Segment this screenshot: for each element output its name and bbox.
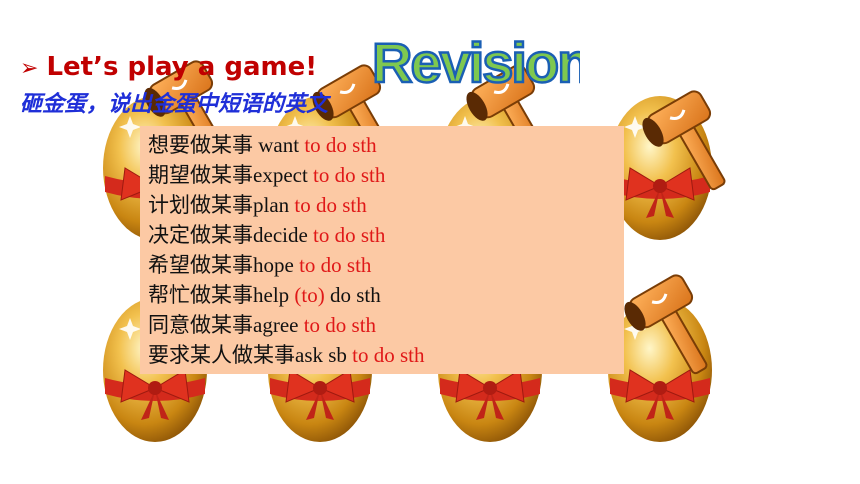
- arrow-bullet-icon: ➢: [20, 56, 39, 81]
- phrase-english: decide: [253, 223, 314, 247]
- phrase-infinitive: to do sth: [299, 253, 372, 277]
- phrase-row: 计划做某事plan to do sth: [140, 190, 624, 220]
- phrase-infinitive: (to): [294, 283, 325, 307]
- phrase-english: help: [253, 283, 295, 307]
- phrase-infinitive: to do sth: [352, 343, 425, 367]
- phrase-infinitive: to do sth: [294, 193, 367, 217]
- phrase-infinitive: to do sth: [313, 223, 386, 247]
- revision-badge-text: Revision: [372, 31, 580, 94]
- phrase-row: 要求某人做某事ask sb to do sth: [140, 340, 624, 370]
- phrase-english: want: [258, 133, 305, 157]
- phrase-chinese: 决定做某事: [148, 223, 253, 247]
- phrase-row: 期望做某事expect to do sth: [140, 160, 624, 190]
- phrase-row: 同意做某事agree to do sth: [140, 310, 624, 340]
- phrase-chinese: 帮忙做某事: [148, 283, 253, 307]
- heading-text: Let’s play a game!: [46, 52, 318, 82]
- phrase-infinitive: to do sth: [304, 133, 377, 157]
- phrase-english: hope: [253, 253, 300, 277]
- phrase-english: plan: [253, 193, 295, 217]
- phrase-infinitive: to do sth: [303, 313, 377, 337]
- phrase-chinese: 希望做某事: [148, 253, 253, 277]
- phrase-row: 帮忙做某事help (to) do sth: [140, 280, 624, 310]
- phrase-row: 决定做某事decide to do sth: [140, 220, 624, 250]
- phrase-panel: 想要做某事 want to do sth 期望做某事expect to do s…: [140, 126, 624, 374]
- phrase-chinese: 计划做某事: [148, 193, 253, 217]
- phrase-english: ask sb: [295, 343, 353, 367]
- slide-heading: ➢ Let’s play a game!: [20, 52, 317, 82]
- phrase-chinese: 期望做某事: [148, 163, 253, 187]
- phrase-infinitive: to do sth: [313, 163, 386, 187]
- phrase-chinese: 要求某人做某事: [148, 343, 295, 367]
- phrase-english: agree: [253, 313, 304, 337]
- phrase-row: 想要做某事 want to do sth: [140, 130, 624, 160]
- phrase-chinese: 想要做某事: [148, 133, 259, 157]
- revision-badge: Revision: [371, 30, 580, 96]
- phrase-row: 希望做某事hope to do sth: [140, 250, 624, 280]
- phrase-rest: do sth: [324, 283, 381, 307]
- phrase-chinese: 同意做某事: [148, 313, 253, 337]
- slide-subtitle: 砸金蛋，说出金蛋中短语的英文: [20, 92, 329, 117]
- phrase-english: expect: [253, 163, 314, 187]
